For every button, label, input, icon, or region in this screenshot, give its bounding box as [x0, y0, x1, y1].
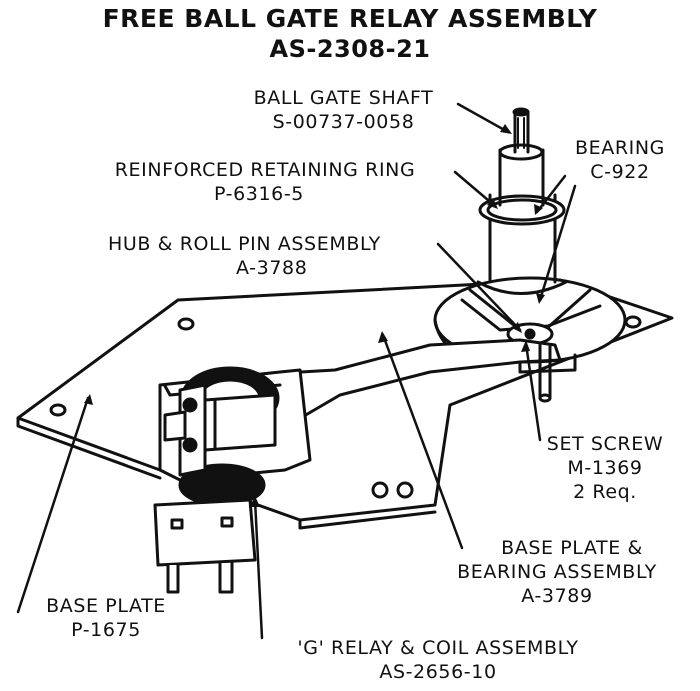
label-relay-coil: 'G' RELAY & COIL ASSEMBLY AS-2656-10 [258, 636, 618, 684]
set-screw-part: M-1369 [567, 457, 643, 479]
retaining-ring-inner [486, 198, 558, 222]
retaining-ring-part: P-6316-5 [214, 183, 304, 205]
assembly-number: AS-2308-21 [269, 35, 431, 63]
terminal-slot [170, 518, 184, 530]
bearing-sleeve-top [498, 143, 544, 161]
ball-gate-shaft-name: BALL GATE SHAFT [253, 87, 434, 109]
ball-gate-shaft-top [512, 107, 530, 117]
relay-coil-part: AS-2656-10 [379, 661, 497, 683]
base-plate-edge [16, 416, 162, 480]
label-bearing: BEARING C-922 [560, 136, 680, 184]
hub-roll-pin [524, 328, 536, 340]
ball-gate-shaft-part: S-00737-0058 [272, 111, 415, 133]
leader-hub-roll-pin [436, 242, 522, 332]
base-plate-name: BASE PLATE [46, 595, 166, 617]
base-plate-bearing-part: A-3789 [521, 585, 593, 607]
label-set-screw: SET SCREW M-1369 2 Req. [530, 432, 680, 504]
relay-clip [163, 410, 187, 442]
base-plate-bend [298, 510, 437, 530]
bearing-sleeve [498, 148, 545, 207]
arrowhead [521, 340, 530, 352]
bearing-part: C-922 [590, 161, 650, 183]
shaft-hatch [517, 117, 525, 149]
terminal-slot [220, 516, 234, 528]
terminal-block [153, 498, 257, 567]
label-retaining-ring: REINFORCED RETAINING RING P-6316-5 [72, 158, 458, 206]
label-base-plate-bearing: BASE PLATE & BEARING ASSEMBLY A-3789 [422, 536, 692, 608]
arrowhead [84, 394, 93, 405]
mounting-hole [49, 403, 67, 417]
hub-roll-pin-part: A-3788 [236, 257, 308, 279]
arrowhead [378, 331, 388, 343]
base-plate-bearing-name1: BASE PLATE & [501, 537, 643, 559]
terminal-pin [166, 563, 180, 594]
lever-fold [518, 353, 577, 374]
leader-set-screw [524, 342, 542, 442]
leader-base-plate [16, 396, 90, 614]
arrowhead [534, 204, 543, 215]
arrowhead [512, 322, 522, 333]
relay-rivet [182, 437, 198, 453]
bearing-collar-base [476, 280, 568, 295]
set-screw-qty: 2 Req. [573, 481, 637, 503]
label-ball-gate-shaft: BALL GATE SHAFT S-00737-0058 [226, 86, 461, 134]
diagram-title: FREE BALL GATE RELAY ASSEMBLY [102, 4, 598, 33]
mounting-hole [371, 481, 389, 499]
arrowhead [536, 293, 545, 304]
mounting-hole [396, 481, 414, 499]
leader-bearing [535, 174, 567, 214]
label-hub-roll-pin: HUB & ROLL PIN ASSEMBLY A-3788 [108, 232, 448, 280]
set-screw-name: SET SCREW [546, 433, 664, 455]
lever-tab-end [538, 393, 552, 403]
base-plate-bearing-name2: BEARING ASSEMBLY [457, 561, 657, 583]
relay-armature [203, 393, 277, 452]
arrowhead [487, 198, 498, 209]
leader-base-plate-bearing [381, 333, 464, 550]
arrowhead [500, 124, 512, 134]
leader-bearing-c922 [538, 184, 577, 302]
arrowhead [250, 496, 260, 507]
hub-roll-pin-name: HUB & ROLL PIN ASSEMBLY [108, 233, 381, 255]
leader-retaining-ring [453, 170, 497, 208]
relay-rivet [182, 397, 198, 413]
terminal-pin [218, 561, 234, 594]
label-base-plate: BASE PLATE P-1675 [26, 594, 186, 642]
leader-ball-gate-shaft [456, 102, 510, 134]
ball-gate-shaft [513, 110, 530, 154]
lever-tab [538, 343, 552, 400]
relay-coil-name: 'G' RELAY & COIL ASSEMBLY [297, 637, 579, 659]
mounting-hole [177, 317, 195, 331]
retaining-ring-name: REINFORCED RETAINING RING [114, 159, 416, 181]
leader-relay-coil [253, 498, 264, 640]
bearing-name: BEARING [575, 137, 665, 159]
base-plate-part: P-1675 [71, 619, 141, 641]
